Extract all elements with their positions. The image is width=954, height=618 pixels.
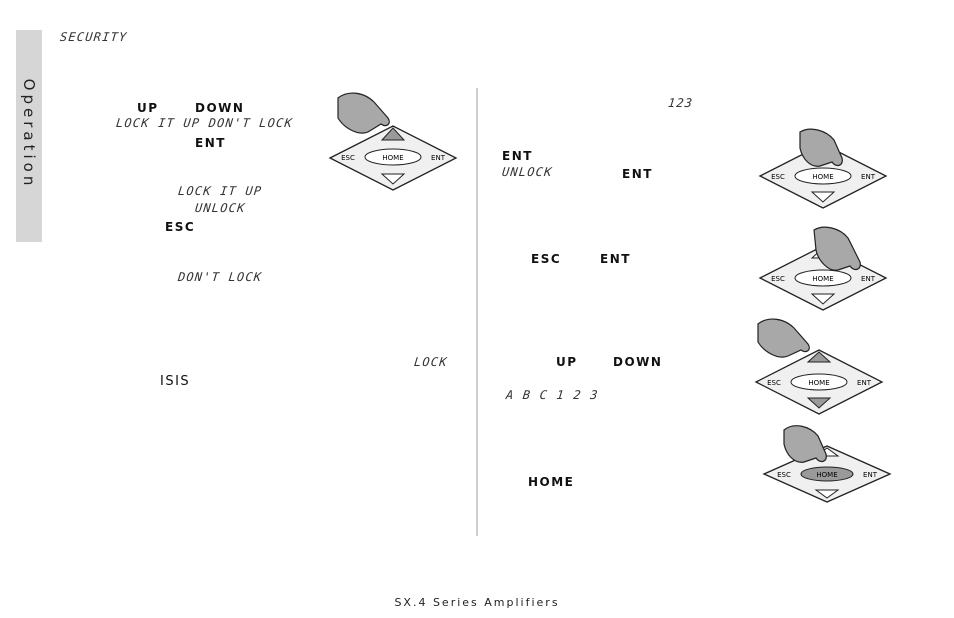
keypad-illustration-home: HOME ESC ENT: [762, 425, 892, 503]
keypad-home-label: HOME: [382, 154, 403, 162]
ent-key-label-3: ENT: [600, 252, 631, 266]
home-key-label: HOME: [528, 475, 575, 489]
keypad-home-label: HOME: [812, 173, 833, 181]
column-divider: [476, 88, 478, 536]
section-tab-label: Operation: [20, 78, 38, 190]
esc-key-label-right: ESC: [531, 252, 562, 266]
down-arrow-icon: [814, 489, 840, 499]
pointing-hand-icon: [799, 128, 843, 167]
ent-key-label-1: ENT: [502, 149, 533, 163]
unlock-display: UNLOCK: [194, 201, 247, 215]
keypad-esc-label: ESC: [771, 173, 785, 181]
keypad-body: HOME ESC ENT: [328, 125, 458, 191]
down-arrow-icon: [810, 293, 836, 305]
pointing-hand-icon: [757, 318, 810, 358]
keypad-ent-label: ENT: [431, 154, 446, 162]
ent-key-label: ENT: [195, 136, 226, 150]
keypad-illustration-up: HOME ESC ENT: [328, 92, 458, 191]
ent-key-label-2: ENT: [622, 167, 653, 181]
pointing-hand-icon: [813, 226, 861, 271]
pointing-hand-icon: [337, 92, 390, 134]
keypad-ent-label: ENT: [861, 173, 876, 181]
pointing-hand-icon: [783, 425, 827, 463]
down-key-label-right: DOWN: [613, 355, 663, 369]
lock-options-display: LOCK IT UP DON'T LOCK: [115, 116, 294, 130]
keypad-ent-label: ENT: [863, 471, 878, 479]
section-title: SECURITY: [59, 30, 129, 44]
keypad-home-label: HOME: [816, 471, 837, 479]
lock-display: LOCK: [413, 355, 449, 369]
down-arrow-icon: [810, 191, 836, 203]
unlock-display-right: UNLOCK: [501, 165, 554, 179]
up-key-label: UP: [137, 101, 159, 115]
keypad-ent-label: ENT: [857, 379, 872, 387]
keypad-ent-label: ENT: [861, 275, 876, 283]
keypad-illustration-ent-right-1: HOME ESC ENT: [758, 128, 888, 209]
keypad-illustration-ent-right-2: HOME ESC ENT: [758, 226, 888, 311]
page-footer: SX.4 Series Amplifiers: [394, 596, 560, 609]
up-arrow-icon: [806, 351, 832, 363]
down-arrow-icon: [806, 397, 832, 409]
dont-lock-display: DON'T LOCK: [177, 270, 263, 284]
code-display: 123: [667, 96, 695, 110]
down-arrow-icon: [380, 173, 406, 185]
up-key-label-right: UP: [556, 355, 578, 369]
character-display: A B C 1 2 3: [505, 388, 600, 402]
isis-label: ISIS: [160, 374, 191, 389]
keypad-home-label: HOME: [808, 379, 829, 387]
lock-it-up-display: LOCK IT UP: [177, 184, 263, 198]
keypad-esc-label: ESC: [771, 275, 785, 283]
esc-key-label: ESC: [165, 220, 196, 234]
keypad-esc-label: ESC: [767, 379, 781, 387]
keypad-esc-label: ESC: [777, 471, 791, 479]
section-tab: Operation: [16, 30, 42, 242]
keypad-illustration-up-down: HOME ESC ENT: [754, 318, 884, 415]
keypad-home-label: HOME: [812, 275, 833, 283]
up-arrow-icon: [380, 127, 406, 141]
down-key-label: DOWN: [195, 101, 245, 115]
keypad-esc-label: ESC: [341, 154, 355, 162]
